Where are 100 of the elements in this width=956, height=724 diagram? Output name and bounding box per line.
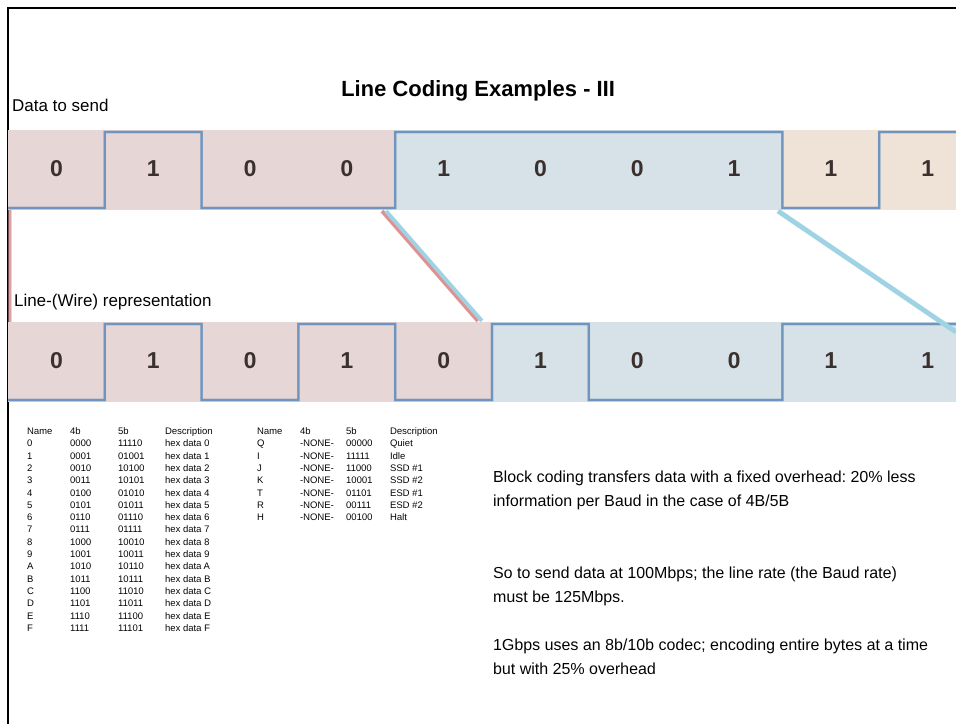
table-cell: 10001 xyxy=(346,475,372,486)
table-cell: 11011 xyxy=(118,598,144,610)
table-cell: 10110 xyxy=(118,561,144,572)
table-cell: hex data E xyxy=(165,610,210,622)
note-paragraph: Block coding transfers data with a fixed overhead: 20% less information per Baud in the case of 4B/5B xyxy=(493,468,916,512)
table-cell: hex data 9 xyxy=(165,549,210,560)
table-cell: 1001 xyxy=(70,549,92,560)
table-cell: ESD #1 xyxy=(390,488,423,498)
table-cell: 0110 xyxy=(70,512,90,524)
bit-value: 1 xyxy=(823,155,838,182)
table-cell: -NONE- xyxy=(300,475,334,486)
table-cell: I xyxy=(257,450,260,462)
bit-value: 1 xyxy=(146,347,161,374)
table-cell: 11100 xyxy=(118,610,144,622)
table-cell: 01110 xyxy=(118,512,144,524)
table-cell: 11111 xyxy=(346,450,370,462)
table-cell: hex data 2 xyxy=(165,462,210,474)
table-cell: 00000 xyxy=(346,438,372,450)
table-cell: Quiet xyxy=(390,438,413,450)
table-cell: 9 xyxy=(27,549,32,560)
table-cell: hex data 6 xyxy=(165,512,210,524)
table-cell: 11110 xyxy=(118,438,142,450)
column-header: Name xyxy=(27,426,52,437)
table-cell: 1 xyxy=(27,450,32,462)
table-cell: B xyxy=(27,574,34,585)
table-cell: hex data 5 xyxy=(165,500,210,511)
table-cell: hex data B xyxy=(165,574,210,585)
bit-value: 0 xyxy=(339,155,354,182)
bit-value: 0 xyxy=(630,347,645,374)
table-cell: 7 xyxy=(27,524,32,536)
table-cell: 10101 xyxy=(118,475,144,486)
slide-title: Line Coding Examples - III xyxy=(340,76,616,102)
column-header: 4b xyxy=(70,426,81,437)
table-cell: 0100 xyxy=(70,488,92,498)
table-cell: F xyxy=(27,622,33,634)
table-cell: 01010 xyxy=(118,488,144,498)
table-cell: 0011 xyxy=(70,475,90,486)
table-cell: hex data D xyxy=(165,598,211,610)
table-cell: 0000 xyxy=(70,438,92,450)
table-cell: SSD #2 xyxy=(390,475,423,486)
table-cell: 10010 xyxy=(118,536,144,548)
bit-value: 1 xyxy=(920,155,935,182)
bit-value: 0 xyxy=(242,155,258,182)
table-cell: 8 xyxy=(27,536,32,548)
bit-value: 1 xyxy=(823,347,838,374)
table-cell: Halt xyxy=(390,512,407,524)
table-cell: 1110 xyxy=(70,610,90,622)
table-cell: K xyxy=(257,475,264,486)
table-cell: 10100 xyxy=(118,462,144,474)
column-header: 5b xyxy=(346,426,357,437)
table-cell: hex data 7 xyxy=(165,524,210,536)
table-cell: Q xyxy=(257,438,264,450)
note-paragraph: 1Gbps uses an 8b/10b codec; encoding entire bytes at a time but with 25% overhead xyxy=(493,636,929,680)
column-header: Name xyxy=(257,426,282,437)
table-cell: 2 xyxy=(27,462,32,474)
table-cell: D xyxy=(27,598,34,610)
table-cell: hex data 4 xyxy=(165,488,210,498)
table-cell: hex data 1 xyxy=(165,450,210,462)
table-cell: -NONE- xyxy=(300,512,334,524)
bit-value: 1 xyxy=(146,155,161,182)
bit-value: 0 xyxy=(48,155,64,182)
table-cell: 11000 xyxy=(346,462,372,474)
table-cell: T xyxy=(257,488,263,498)
table-cell: H xyxy=(257,512,264,524)
table-cell: 01111 xyxy=(118,524,142,536)
table-cell: 4 xyxy=(27,488,32,498)
note-paragraph: So to send data at 100Mbps; the line rate (the Baud rate) must be 125Mbps. xyxy=(493,564,898,608)
table-cell: 01101 xyxy=(346,488,372,498)
table-cell: 0010 xyxy=(70,462,92,474)
table-cell: hex data F xyxy=(165,622,210,634)
table-cell: hex data C xyxy=(165,586,211,597)
table-cell: 01001 xyxy=(118,450,144,462)
bit-value: 0 xyxy=(630,155,645,182)
table-cell: 0101 xyxy=(70,500,92,511)
table-cell: hex data 3 xyxy=(165,475,210,486)
table-cell: hex data A xyxy=(165,561,210,572)
table-cell: 11101 xyxy=(118,622,144,634)
table-cell: Idle xyxy=(390,450,406,462)
bit-value: 0 xyxy=(48,347,64,374)
bit-value: 0 xyxy=(726,347,742,374)
table-cell: 3 xyxy=(27,475,32,486)
table-cell: 1100 xyxy=(70,586,90,597)
table-cell: 10111 xyxy=(118,574,144,585)
table-cell: 00111 xyxy=(346,500,372,511)
table-cell: 0001 xyxy=(70,450,92,462)
table-cell: 6 xyxy=(27,512,32,524)
bit-value: 1 xyxy=(532,347,548,374)
table-cell: hex data 8 xyxy=(165,536,210,548)
table-cell: 11010 xyxy=(118,586,144,597)
bit-value: 0 xyxy=(532,155,548,182)
table-cell: 1000 xyxy=(70,536,92,548)
table-cell: 00100 xyxy=(346,512,372,524)
table-cell: 1011 xyxy=(70,574,90,585)
table-cell: -NONE- xyxy=(300,462,334,474)
table-cell: -NONE- xyxy=(300,438,334,450)
bit-value: 1 xyxy=(339,347,354,374)
bit-value: 1 xyxy=(920,347,935,374)
table-cell: 0 xyxy=(27,438,32,450)
column-header: 5b xyxy=(118,426,129,437)
table-cell: ESD #2 xyxy=(390,500,423,511)
